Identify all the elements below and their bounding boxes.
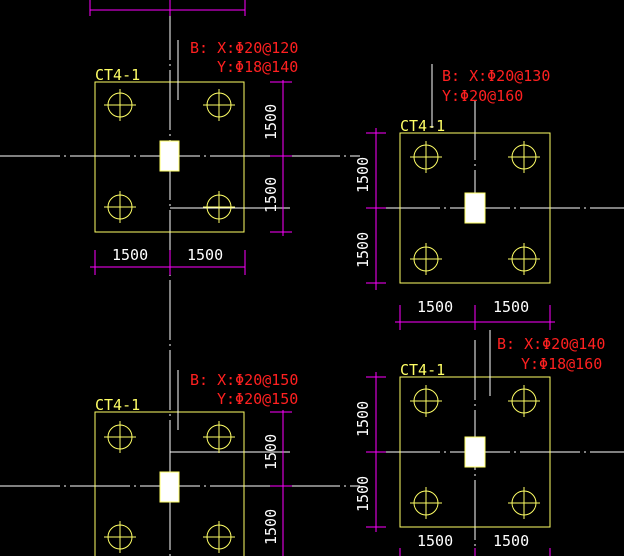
pile-cap-outline xyxy=(399,132,551,284)
rebar-y-note: Y:Φ20@160 xyxy=(442,87,523,105)
dim-text: 1500 xyxy=(262,104,280,140)
pile-cap-label: CT4-1 xyxy=(95,396,140,414)
pile-cap-1[interactable]: CT4-1 B: X:Φ20@120 Y:Φ18@140 xyxy=(94,39,298,233)
dim-text: 1500 xyxy=(262,177,280,213)
pile-cap-label: CT4-1 xyxy=(400,117,445,135)
pile-cap-label: CT4-1 xyxy=(400,361,445,379)
pile-cap-3[interactable]: CT4-1 B: X:Φ20@150 Y:Φ20@150 xyxy=(94,370,298,556)
dimension-lines-cap-3 xyxy=(270,410,292,556)
pile-cap-outline xyxy=(399,376,551,528)
rebar-x-note: B: X:Φ20@140 xyxy=(497,335,605,353)
dim-text: 1500 xyxy=(493,298,529,316)
pile-group xyxy=(410,385,540,519)
dim-text: 1500 xyxy=(417,532,453,550)
column-block xyxy=(464,436,486,468)
rebar-x-note: B: X:Φ20@150 xyxy=(190,371,298,389)
rebar-x-note: B: X:Φ20@120 xyxy=(190,39,298,57)
pile-cap-label: CT4-1 xyxy=(95,66,140,84)
dim-text: 1500 xyxy=(187,246,223,264)
pile-cap-2[interactable]: CT4-1 B: X:Φ20@130 Y:Φ20@160 xyxy=(399,64,551,284)
column-block xyxy=(159,140,180,172)
dim-text: 1500 xyxy=(493,532,529,550)
dim-text: 1500 xyxy=(262,509,280,545)
rebar-y-note: Y:Φ18@160 xyxy=(521,355,602,373)
pile-cap-4[interactable]: CT4-1 B: X:Φ20@140 Y:Φ18@160 xyxy=(399,330,605,528)
pile-cap-outline xyxy=(94,81,245,233)
dim-text: 1500 xyxy=(417,298,453,316)
dim-text: 1500 xyxy=(354,232,372,268)
dim-text: 1500 xyxy=(354,157,372,193)
rebar-y-note: Y:Φ20@150 xyxy=(217,390,298,408)
dim-text: 1500 xyxy=(112,246,148,264)
rebar-y-note: Y:Φ18@140 xyxy=(217,58,298,76)
dim-text: 1500 xyxy=(354,401,372,437)
column-block xyxy=(159,471,180,503)
rebar-x-note: B: X:Φ20@130 xyxy=(442,67,550,85)
pile-group xyxy=(104,89,235,223)
column-block xyxy=(464,192,486,224)
dim-text: 1500 xyxy=(354,476,372,512)
dimension-lines-cap-4 xyxy=(366,372,551,556)
pile-group xyxy=(104,421,235,553)
dimension-lines-cap-2 xyxy=(366,128,555,330)
pile-cap-outline xyxy=(94,411,245,556)
dim-text: 1500 xyxy=(262,434,280,470)
pile-group xyxy=(410,141,540,275)
dimension-lines-cap-1 xyxy=(89,0,292,275)
